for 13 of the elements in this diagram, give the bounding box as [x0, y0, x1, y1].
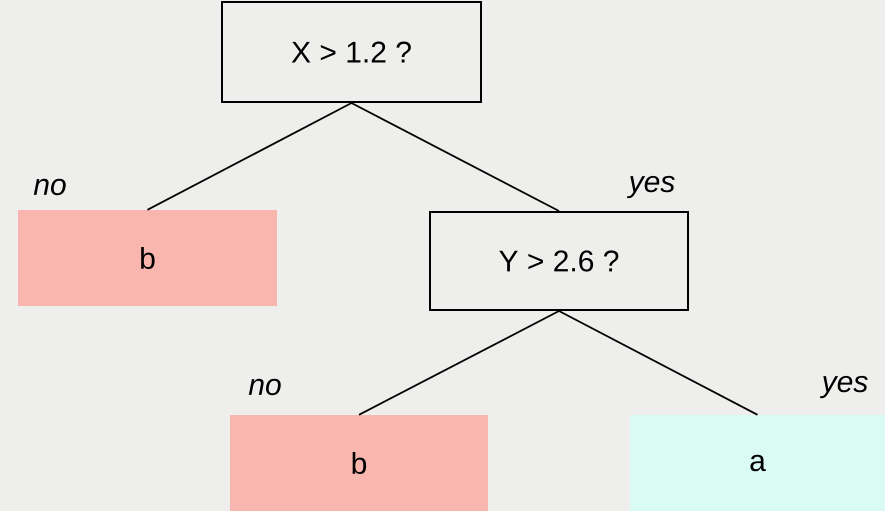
leaf-box: b: [18, 210, 277, 306]
decision-box: X > 1.2 ?: [221, 1, 482, 103]
edge-label: no: [248, 378, 281, 396]
connector-line: [351, 102, 560, 212]
connector-line: [358, 310, 560, 416]
edge-label: no: [34, 178, 66, 196]
connector-line: [558, 310, 758, 416]
edge-label: yes: [626, 176, 675, 198]
leaf-box: b: [230, 415, 488, 511]
leaf-box: a: [630, 415, 885, 511]
decision-box: Y > 2.6 ?: [429, 211, 689, 311]
edge-label: yes: [820, 376, 868, 398]
connector-line: [147, 102, 352, 211]
